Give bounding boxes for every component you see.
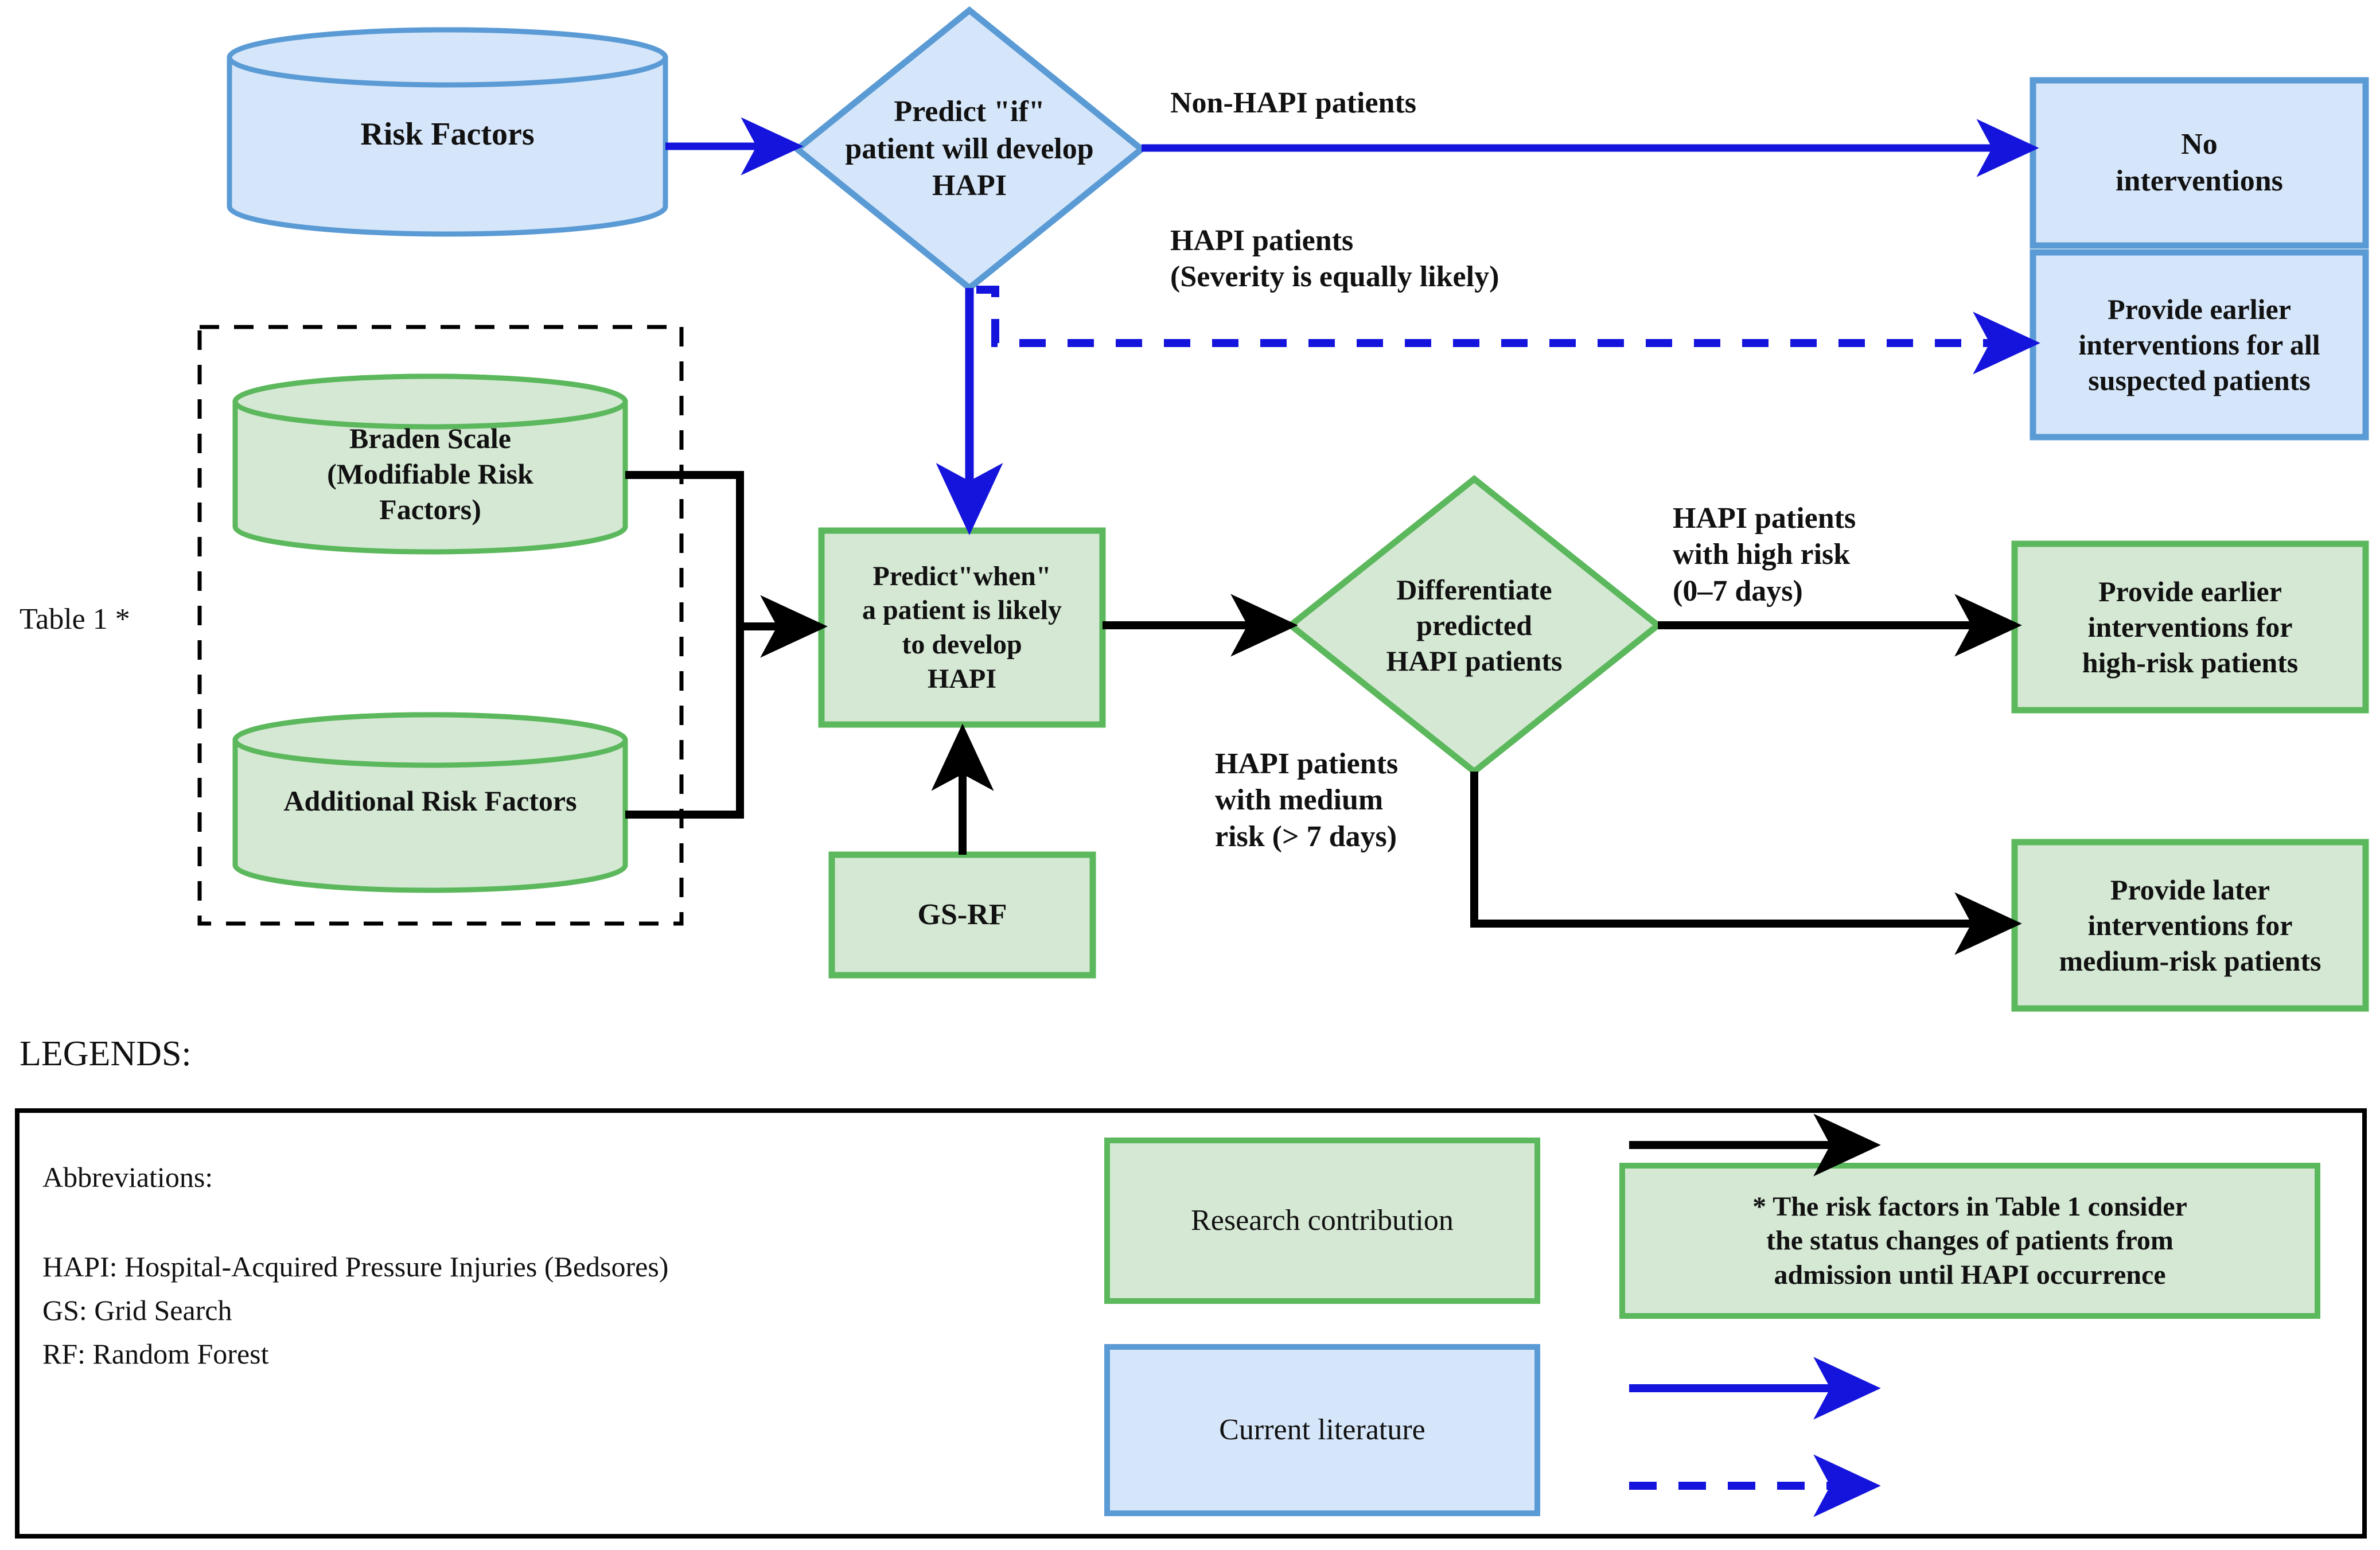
edge-label-hapi-equally-likely: HAPI patients (Severity is equally likel… xyxy=(1170,224,1499,294)
risk-factors-cylinder xyxy=(227,27,668,237)
edge-label-medium-risk: HAPI patients with medium risk (> 7 days… xyxy=(1215,747,1399,853)
provide-high-risk-box xyxy=(2011,540,2369,714)
legend-abbrev-heading: Abbreviations: xyxy=(42,1161,213,1193)
edge-additional-merge xyxy=(625,626,744,819)
edge-differentiate-to-mediumrisk xyxy=(1470,772,2022,955)
legend-abbrev-hapi: HAPI: Hospital-Acquired Pressure Injurie… xyxy=(42,1251,669,1283)
provide-all-suspected-box xyxy=(2030,249,2369,441)
legend-abbrev-gs: GS: Grid Search xyxy=(42,1294,232,1326)
legend-abbrev-rf: RF: Random Forest xyxy=(42,1338,269,1370)
table1-dashed-container xyxy=(197,325,684,926)
braden-scale-cylinder xyxy=(232,373,628,555)
no-interventions-box xyxy=(2030,77,2369,249)
table1-annotation: Table 1 * xyxy=(20,603,130,636)
provide-medium-risk-box xyxy=(2011,839,2369,1012)
legend-swatch-current-literature xyxy=(1104,1344,1540,1516)
edge-diamond-dashed-to-allsuspected xyxy=(976,286,2040,375)
edge-label-non-hapi: Non-HAPI patients xyxy=(1170,87,1417,119)
legend-frame xyxy=(15,1108,2367,1539)
edge-label-high-risk: HAPI patients with high risk (0–7 days) xyxy=(1673,502,1856,607)
additional-risk-factors-cylinder xyxy=(232,712,628,893)
gs-rf-box xyxy=(828,851,1096,979)
predict-when-box xyxy=(818,527,1106,728)
legend-swatch-research-contribution xyxy=(1104,1138,1540,1304)
differentiate-diamond xyxy=(1286,474,1663,776)
predict-if-diamond xyxy=(792,6,1147,293)
edge-braden-merge xyxy=(625,471,744,626)
legend-note-box xyxy=(1619,1163,2320,1319)
legend-heading: LEGENDS: xyxy=(20,1034,192,1073)
